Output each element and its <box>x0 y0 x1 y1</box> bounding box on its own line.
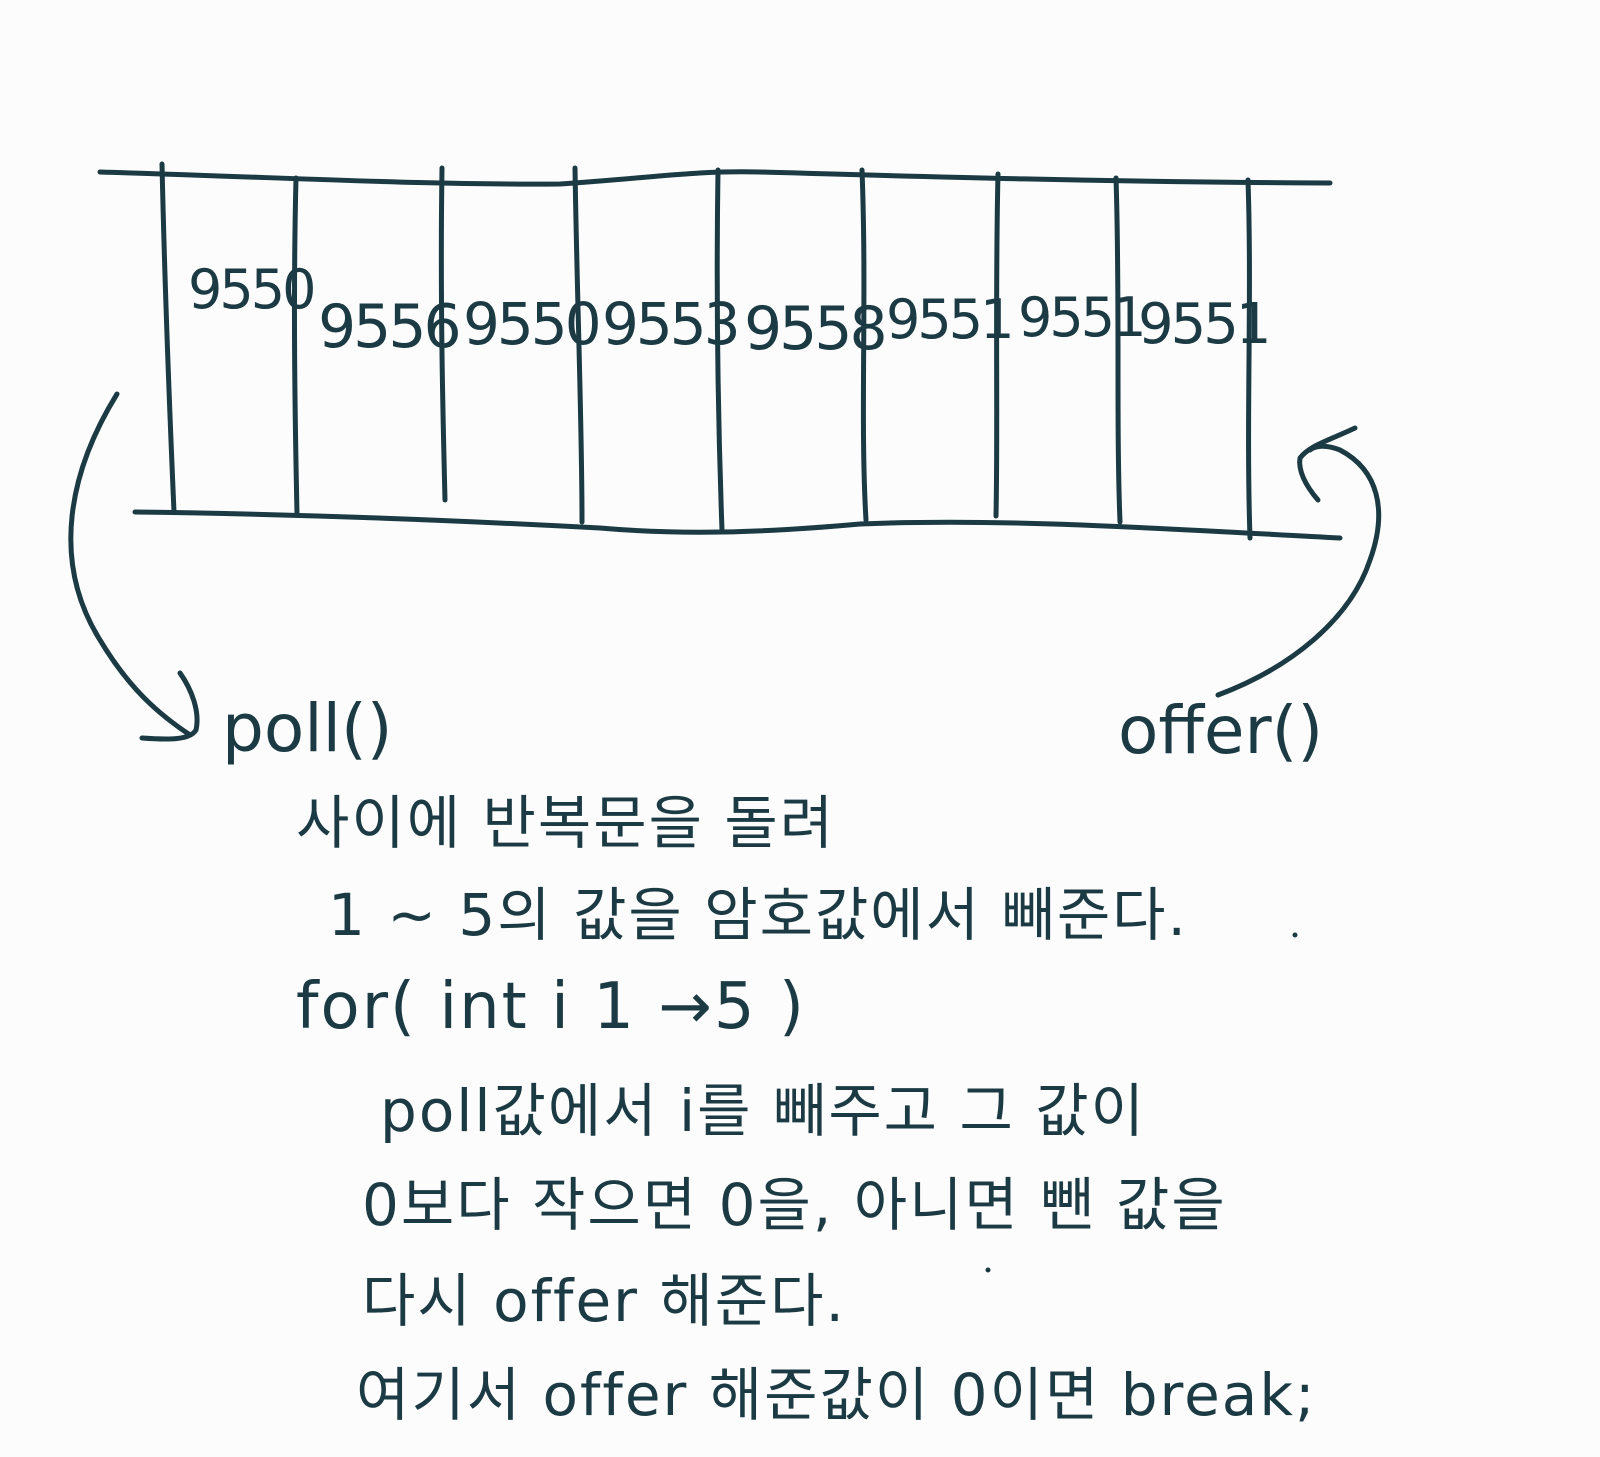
queue-cell-value: 9550 <box>188 258 316 321</box>
queue-divider <box>714 167 725 533</box>
offer-arrowhead <box>1297 425 1358 503</box>
offer-arrow <box>1215 443 1382 698</box>
poll-arrow <box>68 391 193 738</box>
queue-divider <box>572 165 585 525</box>
period-dot <box>1292 932 1298 938</box>
note-line: 사이에 반복문을 돌려 <box>296 789 836 857</box>
note-line: 여기서 offer 해준값이 0이면 break; <box>356 1361 1317 1429</box>
queue-divider <box>438 165 448 503</box>
queue-divider <box>1245 177 1253 541</box>
note-line: 1 ~ 5의 값을 암호값에서 빼준다. <box>328 881 1188 949</box>
queue-divider <box>159 161 177 515</box>
queue-bottom-border <box>132 509 1343 541</box>
note-line: poll값에서 i를 빼주고 그 값이 <box>380 1077 1146 1145</box>
queue-divider <box>291 175 300 517</box>
queue-cell-value: 9551 <box>886 288 1014 351</box>
queue-divider <box>1113 175 1123 525</box>
period-dot <box>985 1267 991 1273</box>
queue-cell-value: 9551 <box>1138 292 1272 357</box>
queue-cell-value: 9558 <box>744 294 888 364</box>
note-line: 다시 offer 해준다. <box>362 1267 846 1335</box>
note-line: for( int i 1 →5 ) <box>296 970 806 1044</box>
queue-divider <box>859 167 869 523</box>
note-line: 0보다 작으면 0을, 아니면 뺀 값을 <box>362 1171 1227 1239</box>
queue-top-border <box>97 169 1333 187</box>
poll-label: poll() <box>222 690 393 767</box>
queue-divider <box>993 171 1001 519</box>
queue-cell-value: 9550 <box>463 290 602 358</box>
offer-label: offer() <box>1118 692 1324 769</box>
queue-cell-value: 9553 <box>602 290 741 358</box>
queue-cell-value: 9556 <box>318 292 462 362</box>
poll-arrowhead <box>139 670 200 742</box>
queue-cell-value: 9551 <box>1018 286 1146 349</box>
